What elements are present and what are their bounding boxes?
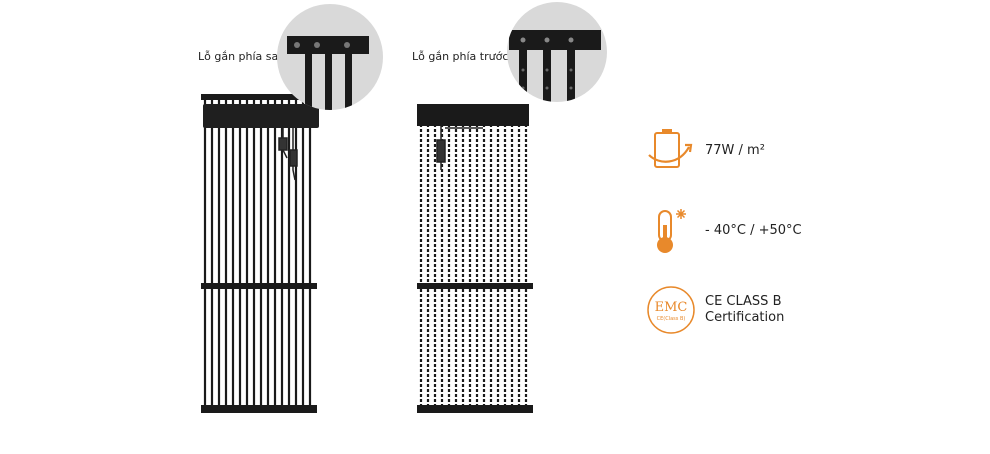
spec-operating-temperature: - 40°C / +50°C <box>645 205 802 257</box>
rear-mount-led-panel <box>201 4 383 413</box>
rear-panel-cables <box>278 128 298 181</box>
rear-panel-middle-rail <box>201 283 317 289</box>
rear-mount-caption: Lỗ gắn phía sau <box>198 50 286 63</box>
spec-certification: EMC CE(Class B) CE CLASS B Certification <box>645 284 784 336</box>
temperature-value: - 40°C / +50°C <box>705 223 802 238</box>
emc-badge-subtext: CE(Class B) <box>657 316 686 322</box>
emc-badge-icon: EMC CE(Class B) <box>647 286 695 334</box>
thermometer-snowflake-icon <box>657 209 686 253</box>
front-panel-middle-rail <box>417 283 533 289</box>
front-panel-bottom-rail <box>417 405 533 413</box>
rear-panel-control-box <box>203 104 319 128</box>
certification-line-1: CE CLASS B <box>705 294 782 309</box>
front-panel-top-rail <box>417 104 529 126</box>
rear-mount-zoom-detail <box>277 4 383 110</box>
emc-badge-text: EMC <box>655 300 688 315</box>
certification-line-2: Certification <box>705 310 785 325</box>
spec-power-consumption: 77W / m² <box>645 125 765 177</box>
power-value: 77W / m² <box>705 143 765 158</box>
rear-panel-strips <box>203 96 312 410</box>
battery-energy-icon <box>648 129 693 168</box>
front-mount-zoom-detail <box>507 2 607 102</box>
rear-panel-bottom-rail <box>201 405 317 413</box>
front-mount-caption: Lỗ gắn phía trước <box>412 50 509 63</box>
rear-panel-top-rail <box>201 94 311 100</box>
front-panel-cables <box>436 126 483 170</box>
front-panel-strips <box>419 104 528 410</box>
front-mount-led-panel <box>417 2 607 413</box>
